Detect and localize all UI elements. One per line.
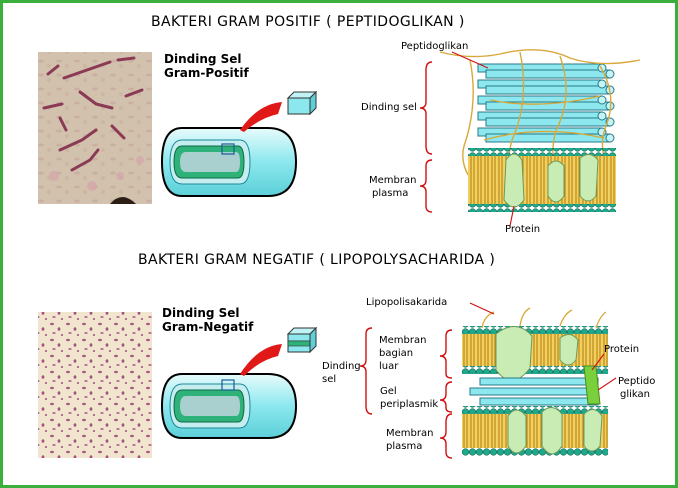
leader-lines-negative [469,302,617,391]
label-dinding: Dinding [322,361,361,372]
title-gram-positive: BAKTERI GRAM POSITIF ( PEPTIDOGLIKAN ) [151,14,465,30]
cell-cylinder-gram-negative [160,373,298,439]
red-pointer-negative [240,344,282,376]
label-protein-negative: Protein [604,344,640,355]
outer-membrane [462,307,608,381]
cell-label-negative-line1: Dinding Sel [162,306,240,320]
title-gram-negative: BAKTERI GRAM NEGATIF ( LIPOPOLYSACHARIDA… [138,252,496,268]
label-plasma: plasma [372,188,409,199]
micrograph-gram-positive [38,52,152,204]
red-pointer-positive [240,102,282,132]
label-lipopolisakarida: Lipopolisakarida [366,297,448,308]
protein-channel [583,365,601,405]
cell-label-positive-line2: Gram-Positif [164,66,249,80]
label-membran-luar-2: bagian [379,348,414,359]
small-cube-negative [286,326,318,354]
label-protein-positive: Protein [505,224,541,235]
cell-label-negative-line2: Gram-Negatif [162,320,254,334]
peptidoglycan-layers [477,63,615,143]
label-gel: Gel [380,386,397,397]
plasma-membrane-negative [462,406,608,456]
plasma-membrane-positive [468,148,616,212]
cell-label-positive-line1: Dinding Sel [164,52,242,66]
label-membran-plasma-1: Membran [386,428,434,439]
cell-cylinder-gram-positive [160,127,298,197]
label-membran-luar-3: luar [379,361,399,372]
label-glikan: glikan [620,389,650,400]
label-membran: Membran [369,175,417,186]
label-membran-plasma-2: plasma [386,441,423,452]
brackets-positive [419,61,433,213]
label-membran-luar-1: Membran [379,335,427,346]
label-periplasmik: periplasmik [380,399,439,410]
leader-lines-positive [451,51,515,227]
label-sel: sel [322,374,337,385]
periplasm-layers [469,377,599,406]
small-cube-positive [286,90,318,116]
brackets-negative [359,327,453,459]
label-peptido: Peptido [618,376,656,387]
label-peptidoglikan: Peptidoglikan [401,41,469,52]
micrograph-gram-negative [38,312,152,458]
label-dinding-sel: Dinding sel [361,102,417,113]
